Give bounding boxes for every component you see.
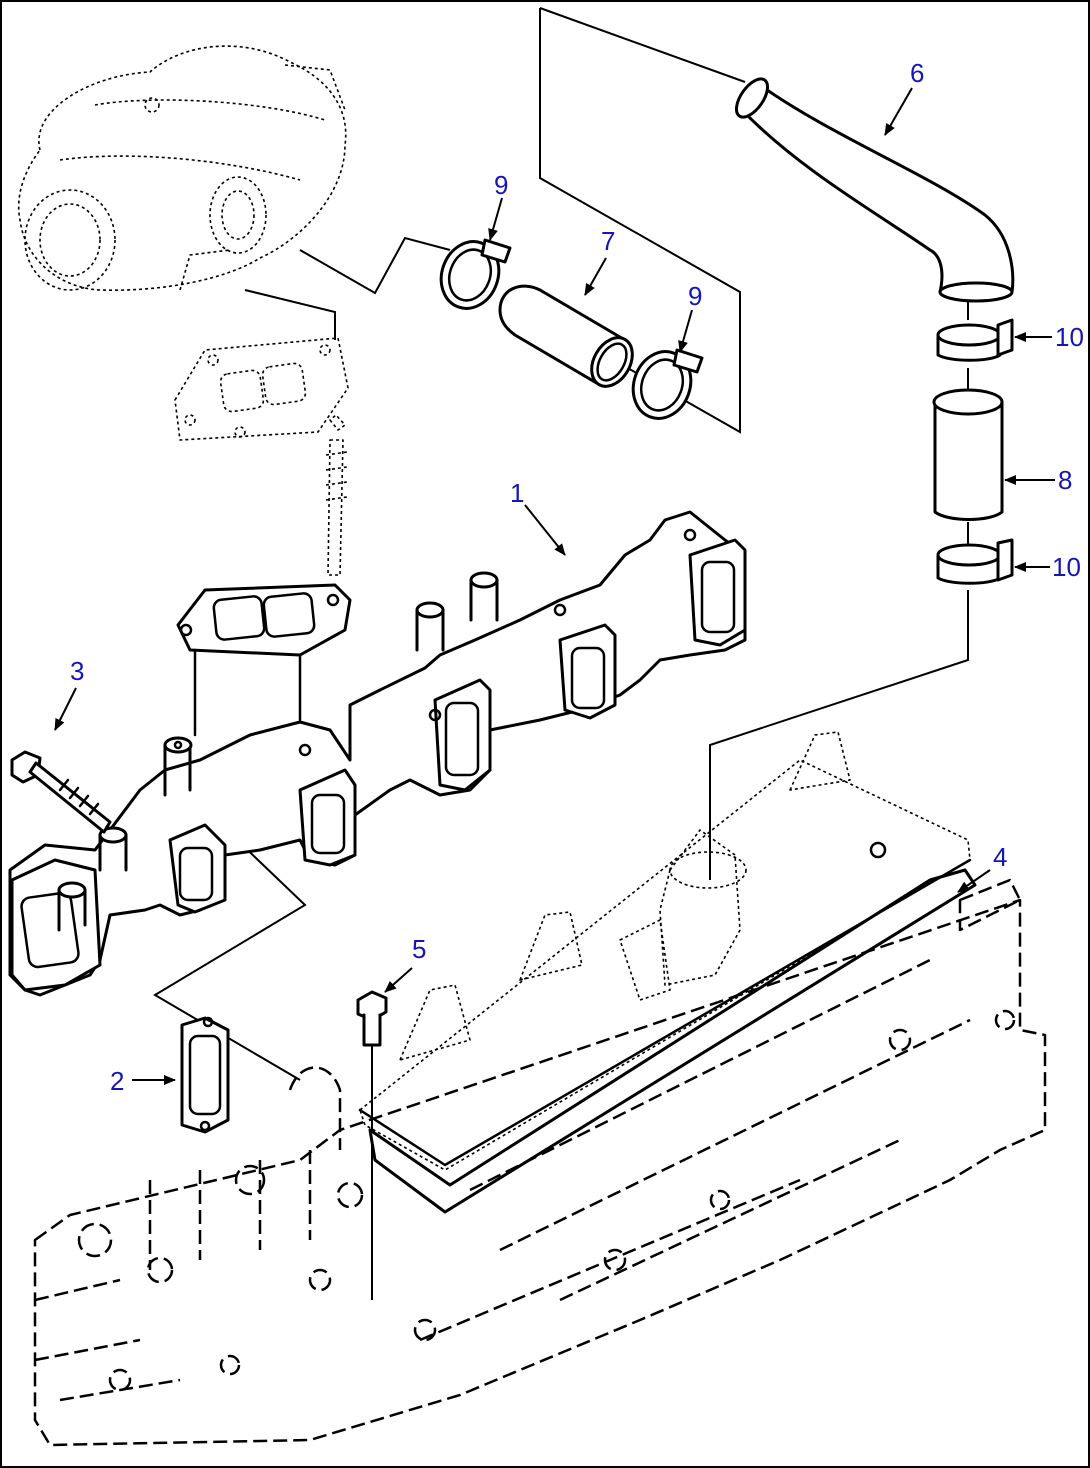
callout-9-upper: 9 xyxy=(494,170,508,200)
manifold-stud xyxy=(325,439,348,576)
exhaust-pipe-elbow xyxy=(734,77,1015,303)
leader-3 xyxy=(54,687,77,731)
callout-10-upper: 10 xyxy=(1055,322,1084,352)
exhaust-manifold xyxy=(8,510,747,997)
callout-7: 7 xyxy=(601,226,615,256)
callout-4: 4 xyxy=(993,842,1007,872)
hose-clamp-lower xyxy=(631,348,704,420)
cover-bolt xyxy=(356,990,388,1047)
pipe-clamp-upper xyxy=(936,318,1014,362)
callout-8: 8 xyxy=(1058,465,1072,495)
guide-turbo-to-gasket xyxy=(244,289,336,340)
engine-block-dashed xyxy=(33,878,1047,1447)
callout-5: 5 xyxy=(412,934,426,964)
leader-1 xyxy=(524,504,566,556)
guide-turbo-to-hose xyxy=(299,236,451,295)
manifold-bolt xyxy=(10,750,112,834)
turbocharger-outline xyxy=(17,45,347,292)
leader-6 xyxy=(884,87,913,136)
manifold-gasket xyxy=(180,1016,230,1134)
callout-1: 1 xyxy=(510,478,524,508)
callout-6: 6 xyxy=(910,58,924,88)
callout-2: 2 xyxy=(110,1066,124,1096)
pipe-sleeve xyxy=(932,388,1004,521)
guide-pipe-to-elbow xyxy=(709,300,969,880)
leader-7 xyxy=(584,257,607,296)
pipe-clamp-lower xyxy=(936,538,1014,585)
hose-clamp-upper xyxy=(439,238,512,310)
turbo-flange-gasket xyxy=(174,337,349,441)
leader-4 xyxy=(957,869,991,893)
cylinder-head-cover xyxy=(358,731,977,1214)
callout-10-lower: 10 xyxy=(1052,552,1081,582)
leader-5 xyxy=(384,967,413,993)
leader-9a xyxy=(488,197,503,241)
leader-9b xyxy=(678,309,693,353)
hose xyxy=(498,284,634,388)
callout-9-lower: 9 xyxy=(688,281,702,311)
callout-3: 3 xyxy=(70,656,84,686)
